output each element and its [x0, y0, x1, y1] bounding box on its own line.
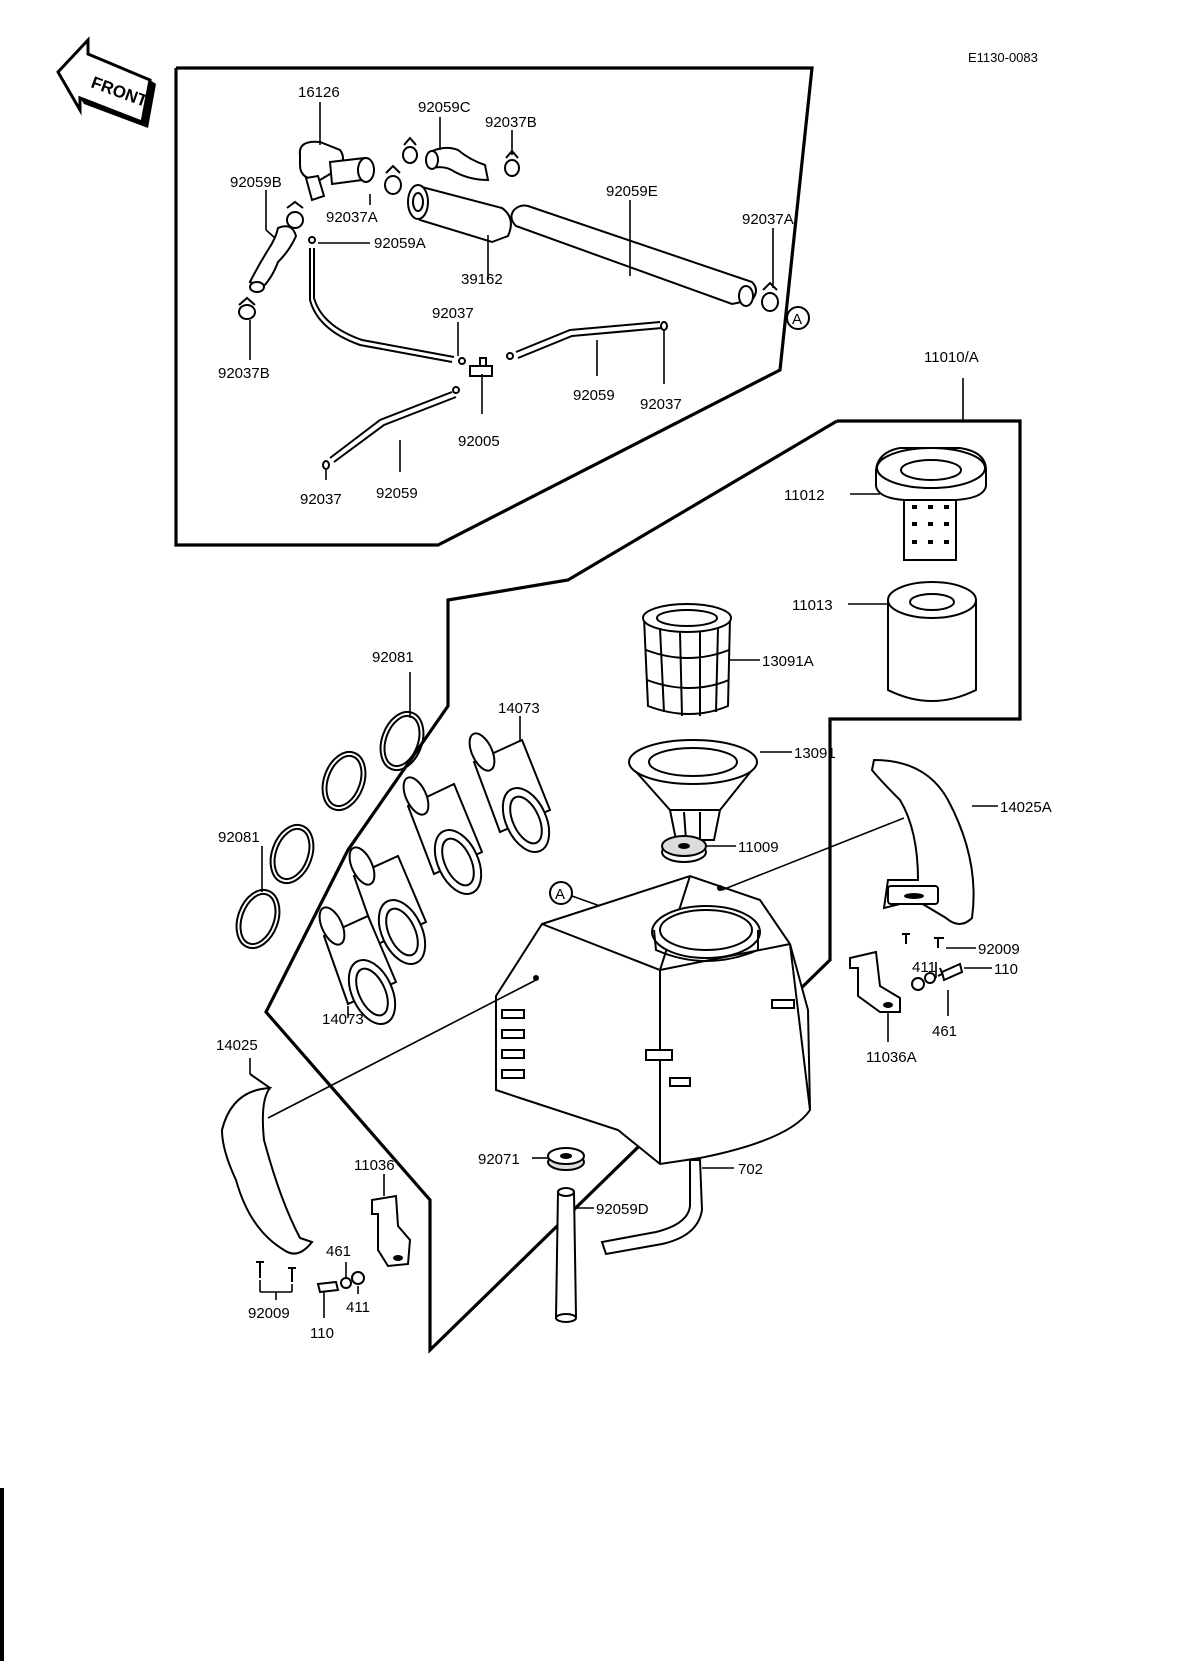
part-label-14025A: 14025A [1000, 799, 1052, 816]
part-label-92081-left: 92081 [218, 829, 260, 846]
hose-92059C [428, 146, 490, 182]
part-label-16126: 16126 [298, 84, 340, 101]
hose-92059B [248, 225, 298, 290]
part-label-92081-top: 92081 [372, 649, 414, 666]
part-label-92071: 92071 [478, 1151, 520, 1168]
joint-92005 [452, 352, 514, 394]
grommet-92071 [547, 1147, 585, 1171]
part-label-13091: 13091 [794, 745, 836, 762]
part-label-92037B-top: 92037B [485, 114, 537, 131]
hose-92059A [309, 248, 453, 363]
part-label-92059-low: 92059 [376, 485, 418, 502]
air-box-housing [495, 874, 812, 1166]
part-label-461-right: 461 [932, 1023, 957, 1040]
hose-702 [600, 1159, 704, 1256]
part-label-92037A-right: 92037A [742, 211, 794, 228]
part-label-461-left: 461 [326, 1243, 351, 1260]
part-label-11012: 11012 [784, 487, 825, 504]
part-label-92037-mid: 92037 [432, 305, 474, 322]
bracket-11036A [849, 950, 901, 1013]
part-label-92009-right: 92009 [978, 941, 1020, 958]
o-rings-92081 [235, 710, 425, 950]
part-label-411-left: 411 [346, 1299, 370, 1316]
part-label-39162: 39162 [461, 271, 503, 288]
bracket-14025A [870, 758, 975, 925]
bracket-11036 [371, 1194, 412, 1268]
hose-92059E [510, 204, 757, 306]
ref-marker-lower: A [555, 886, 565, 903]
part-label-110-right: 110 [994, 961, 1018, 978]
grommet-11009 [661, 835, 707, 863]
part-label-92005: 92005 [458, 433, 500, 450]
part-label-92037A-left: 92037A [326, 209, 378, 226]
ref-marker-upper: A [792, 311, 802, 328]
part-label-92037-low: 92037 [300, 491, 342, 508]
front-arrow-icon: FRONT [56, 36, 156, 128]
part-label-92059B: 92059B [230, 174, 282, 191]
drawing-code: E1130-0083 [968, 50, 1038, 65]
part-label-11013: 11013 [792, 597, 833, 614]
part-label-92059C: 92059C [418, 99, 471, 116]
part-label-14025: 14025 [216, 1037, 258, 1054]
lower-group-border [264, 419, 1022, 1354]
filter-element-11013 [887, 581, 977, 702]
upper-group-border [174, 66, 814, 547]
scan-edge-mark [0, 1488, 4, 1661]
t-connector-16126 [298, 140, 375, 202]
part-label-11036: 11036 [354, 1157, 395, 1174]
part-label-11009: 11009 [738, 839, 779, 856]
bolt-icon [256, 933, 964, 1294]
part-label-13091A: 13091A [762, 653, 814, 670]
part-label-14073-bottom: 14073 [322, 1011, 364, 1028]
part-label-14073-top: 14073 [498, 700, 540, 717]
part-label-92037B-bottom: 92037B [218, 365, 270, 382]
intake-boots-14073 [318, 732, 552, 1025]
part-label-92059A: 92059A [374, 235, 426, 252]
cap-11012 [875, 447, 987, 561]
part-label-702: 702 [738, 1161, 763, 1178]
part-label-110-left: 110 [310, 1325, 334, 1342]
duct-39162 [416, 184, 512, 244]
drain-tube-92059D [554, 1187, 578, 1323]
part-label-92059E: 92059E [606, 183, 658, 200]
part-label-92059-right: 92059 [573, 387, 615, 404]
funnel-13091 [628, 739, 758, 841]
part-label-11010A: 11010/A [924, 349, 979, 366]
part-label-411-right: 411 [912, 959, 936, 976]
part-label-92009-left: 92009 [248, 1305, 290, 1322]
bracket-14025 [220, 1073, 314, 1255]
part-label-92037-right: 92037 [640, 396, 682, 413]
cage-13091A [642, 603, 732, 717]
part-label-92059D: 92059D [596, 1201, 649, 1218]
part-label-11036A: 11036A [866, 1049, 917, 1066]
